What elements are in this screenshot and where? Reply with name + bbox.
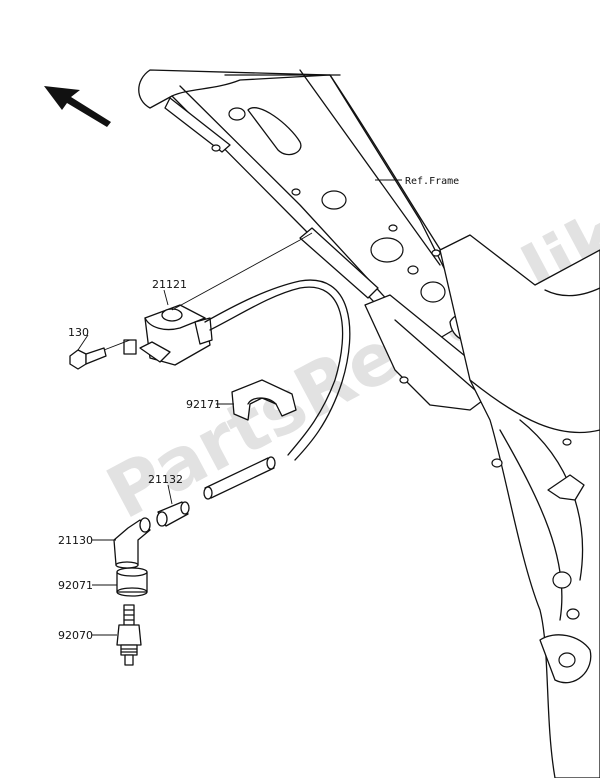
part-label-130: 130: [68, 326, 89, 339]
spark-plug[interactable]: [116, 604, 142, 666]
ignition-coil[interactable]: [123, 304, 213, 366]
cap[interactable]: [156, 501, 190, 527]
lead-tube[interactable]: [203, 456, 276, 500]
part-label-21132: 21132: [148, 473, 183, 486]
leader-130: [77, 334, 89, 351]
leader-21121: [163, 289, 169, 306]
spark-plug-cap[interactable]: [113, 517, 151, 569]
part-label-21130: 21130: [58, 534, 93, 547]
part-label-21121: 21121: [152, 278, 187, 291]
direction-arrow-icon: [44, 86, 111, 127]
frame-drawing: [138, 69, 600, 778]
part-label-92070: 92070: [58, 629, 93, 642]
high-tension-lead: [209, 286, 344, 456]
leader-21132: [167, 484, 173, 505]
ref-frame-label: Ref.Frame: [405, 176, 459, 187]
bolt[interactable]: [69, 347, 107, 370]
part-label-92071: 92071: [58, 579, 93, 592]
clamp[interactable]: [231, 379, 297, 421]
boot[interactable]: [116, 567, 148, 597]
high-tension-lead-outline: [204, 279, 351, 461]
part-label-92171: 92171: [186, 398, 221, 411]
